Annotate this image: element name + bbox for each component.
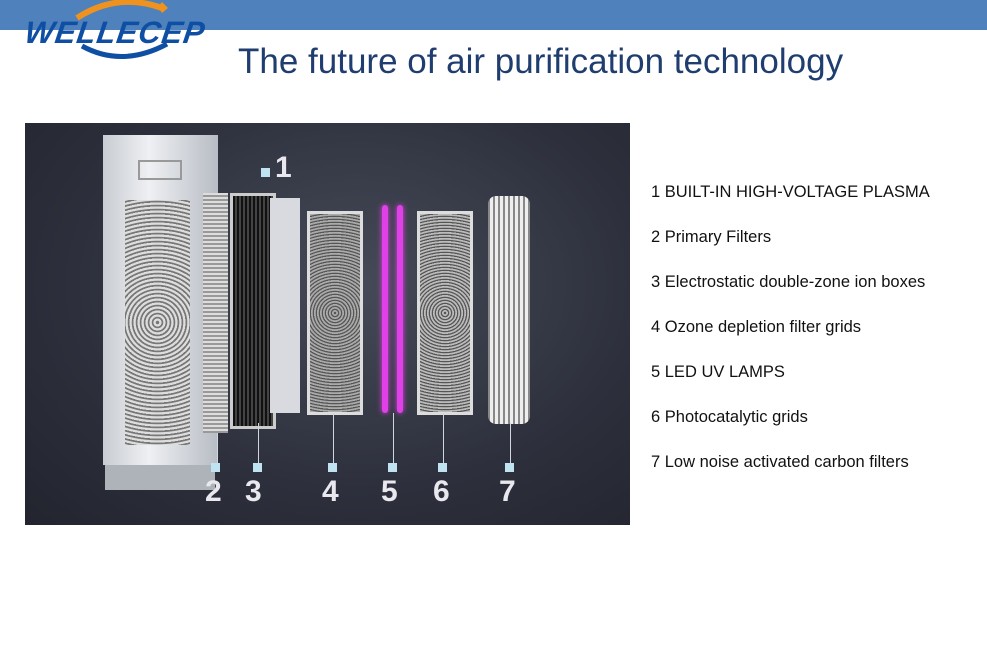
list-item: 4 Ozone depletion filter grids [651, 318, 862, 336]
uv-lamp [397, 205, 403, 413]
list-item: 3 Electrostatic double-zone ion boxes [651, 273, 926, 291]
label-1: 1 [275, 151, 292, 184]
marker [388, 463, 397, 472]
ion-box-frame [270, 198, 300, 413]
component-list: 1 BUILT-IN HIGH-VOLTAGE PLASMA 2 Primary… [651, 183, 930, 498]
ozone-filter-grid [307, 211, 363, 415]
marker [505, 463, 514, 472]
list-item: 5 LED UV LAMPS [651, 363, 785, 381]
list-item: 1 BUILT-IN HIGH-VOLTAGE PLASMA [651, 183, 930, 201]
label-3: 3 [245, 475, 262, 508]
label-6: 6 [433, 475, 450, 508]
carbon-filter [488, 196, 530, 424]
label-5: 5 [381, 475, 398, 508]
list-item: 6 Photocatalytic grids [651, 408, 808, 426]
photocatalytic-grid [417, 211, 473, 415]
marker [261, 168, 270, 177]
logo-arcs-icon [75, 0, 169, 59]
label-2: 2 [205, 475, 222, 508]
marker [211, 463, 220, 472]
label-4: 4 [322, 475, 339, 508]
logo-text: WELLECEP [22, 15, 208, 50]
list-item: 2 Primary Filters [651, 228, 772, 246]
purifier-exploded-view-image: 1 2 3 4 5 6 7 [25, 123, 630, 525]
primary-filter [203, 193, 228, 433]
uv-lamp [382, 205, 388, 413]
housing-base [105, 465, 215, 490]
label-7: 7 [499, 475, 516, 508]
ion-box [230, 193, 276, 429]
marker [328, 463, 337, 472]
list-item: 7 Low noise activated carbon filters [651, 453, 909, 471]
marker [438, 463, 447, 472]
housing [103, 135, 218, 465]
company-logo: WELLECEP [22, 0, 212, 62]
page-title: The future of air purification technolog… [238, 42, 844, 81]
marker [253, 463, 262, 472]
